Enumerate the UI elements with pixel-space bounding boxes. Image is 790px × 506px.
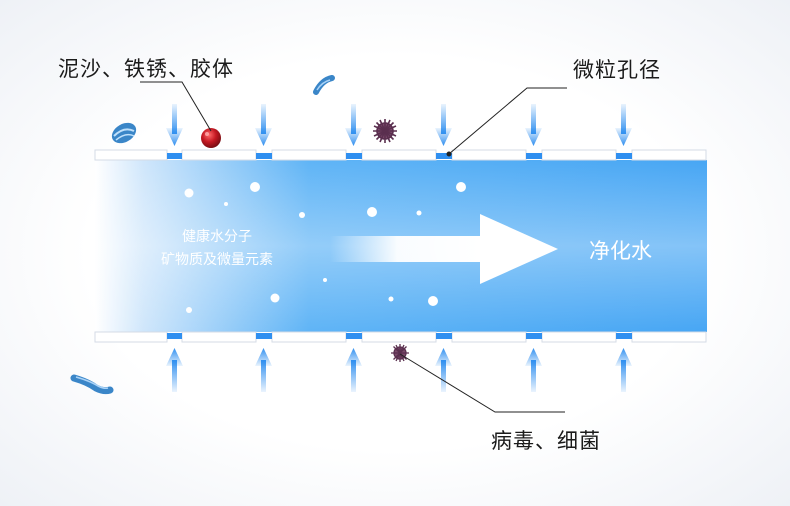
leader-lines	[140, 81, 567, 413]
arrow-down-icon	[435, 104, 452, 146]
flow-arrow-icon	[330, 214, 558, 284]
bottom-pores	[167, 333, 632, 339]
virus-icon	[373, 119, 397, 143]
inner-text-block: 健康水分子 矿物质及微量元素	[147, 226, 287, 272]
inflow-arrows-bottom	[166, 348, 632, 392]
leader-line-pore	[448, 87, 567, 155]
minerals-label: 矿物质及微量元素	[161, 252, 273, 268]
water-bubbles	[184, 182, 466, 313]
arrow-up-icon	[525, 348, 542, 392]
arrow-up-icon	[435, 348, 452, 392]
contaminants-label: 泥沙、铁锈、胶体	[58, 57, 234, 81]
arrow-up-icon	[345, 348, 362, 392]
healthy-water-label: 健康水分子	[182, 229, 252, 245]
rust-particle-icon	[201, 128, 221, 148]
arrow-down-icon	[166, 104, 183, 146]
arrow-up-icon	[166, 348, 183, 392]
inflow-arrows-top	[166, 104, 632, 146]
bacteria-icon	[111, 122, 137, 144]
virus-icon	[391, 344, 409, 362]
leader-line-contaminants	[140, 81, 212, 132]
top-membrane	[94, 149, 707, 161]
viruses-bacteria-label: 病毒、细菌	[491, 429, 601, 453]
arrow-down-icon	[255, 104, 272, 146]
bacteria-icon	[70, 374, 114, 395]
arrow-down-icon	[525, 104, 542, 146]
arrow-down-icon	[345, 104, 362, 146]
arrow-down-icon	[615, 104, 632, 146]
leader-line-viruses	[399, 353, 565, 413]
pore-size-label: 微粒孔径	[573, 58, 661, 82]
bottom-membrane	[94, 331, 707, 343]
bacteria-icon	[313, 75, 335, 95]
arrow-up-icon	[255, 348, 272, 392]
arrow-up-icon	[615, 348, 632, 392]
top-pores	[167, 153, 632, 159]
purified-water-label: 净化水	[589, 239, 652, 263]
